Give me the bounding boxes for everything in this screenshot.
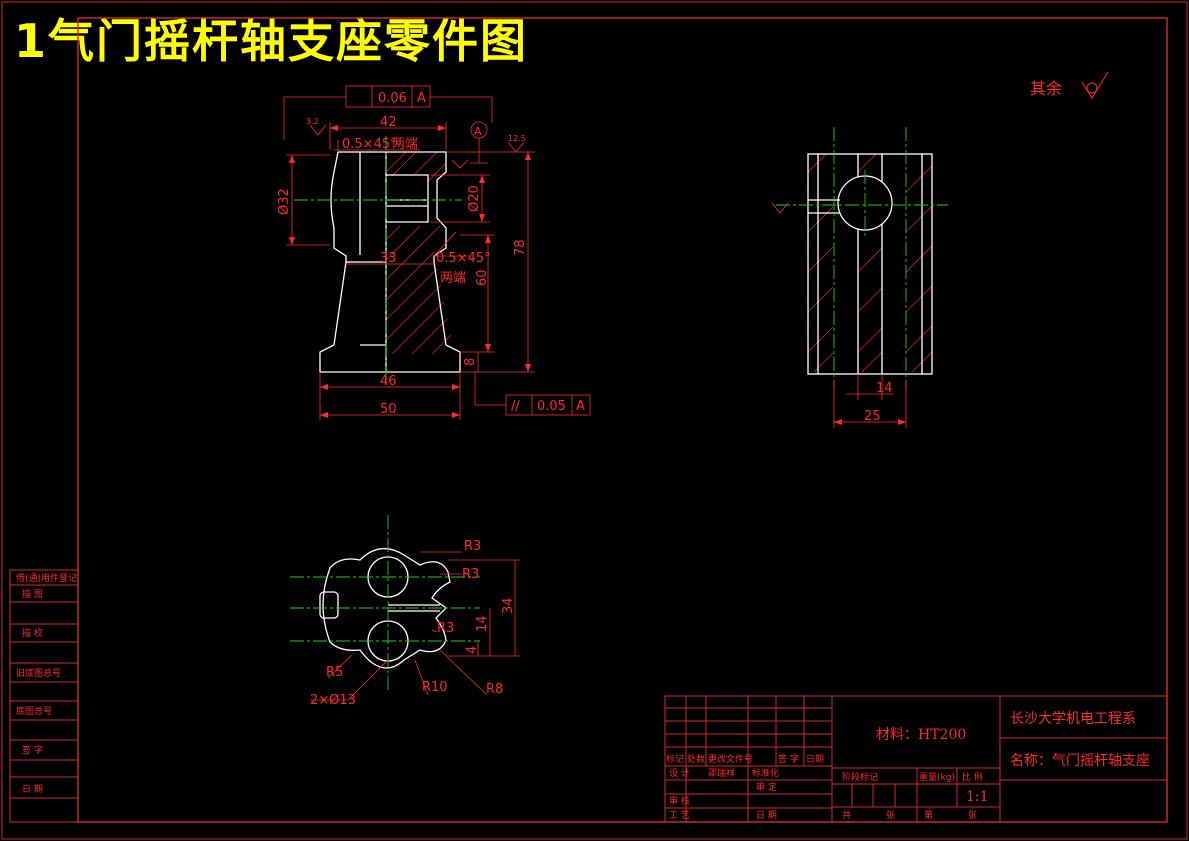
- dim-r5: R5: [326, 665, 343, 680]
- dim-78: 78: [513, 239, 528, 256]
- rev-header-sign: 签 字: [778, 753, 799, 765]
- design-name: 邵瑞祥: [708, 767, 735, 779]
- design-label: 设 计: [669, 767, 690, 779]
- rev-header-date: 日期: [806, 754, 824, 765]
- dim-50: 50: [380, 402, 397, 417]
- strip-label-trace-check: 描 校: [22, 627, 43, 639]
- approve-label: 审 定: [756, 781, 777, 793]
- dim-14b: 14: [475, 615, 490, 632]
- drawing-title: 1气门摇杆轴支座零件图: [14, 14, 529, 68]
- sheet-label-b: 张: [968, 810, 977, 821]
- dim-33: 33: [380, 251, 397, 266]
- weight-label: 重量(kg): [919, 771, 955, 783]
- dim-chamfer-mid: 0.5×45°: [436, 251, 491, 266]
- roughness-note: 其余: [1030, 79, 1062, 98]
- strip-label-old-number: 旧底图总号: [16, 667, 61, 679]
- dim-14: 14: [876, 381, 893, 396]
- strip-label-date: 日 期: [22, 784, 43, 795]
- stage-label: 阶段标记: [842, 771, 878, 783]
- side-slot: [808, 199, 840, 214]
- sheet-label-a: 张: [886, 810, 895, 821]
- dim-4: 4: [465, 646, 480, 654]
- title-block: [664, 695, 1168, 823]
- rev-header-file: 更改文件号: [708, 753, 753, 765]
- dim-tol-bottom-datum: A: [576, 399, 585, 414]
- part-name: 名称：气门摇杆轴支座: [1010, 753, 1150, 769]
- side-view: [771, 127, 948, 428]
- front-view: [294, 136, 462, 385]
- dim-46: 46: [380, 374, 397, 389]
- std-check-label: 标准化: [752, 767, 779, 779]
- rough-12-5: 12.5: [508, 134, 526, 143]
- dim-tol-bottom-value: 0.05: [537, 399, 566, 414]
- strip-label-register: 借(通)用件登记: [16, 572, 77, 584]
- dim-tol-top-datum: A: [417, 91, 426, 106]
- dim-tol-bottom-symbol: //: [511, 399, 520, 414]
- dim-r8: R8: [486, 682, 503, 697]
- strip-label-trace: 描 图: [22, 588, 43, 600]
- rev-header-count: 处数: [687, 753, 705, 765]
- sheet-total-label: 共: [842, 810, 851, 821]
- strip-label-sign: 签 字: [22, 744, 43, 756]
- roughness-symbol: [1081, 71, 1109, 99]
- dim-d32: Ø32: [277, 188, 292, 215]
- front-hatch: [385, 151, 452, 355]
- rev-header-mark: 标记: [666, 753, 684, 765]
- material-label: 材料：HT200: [876, 727, 966, 743]
- dim-42: 42: [380, 115, 397, 130]
- front-bore: [386, 174, 429, 223]
- scale-value: 1:1: [966, 789, 989, 805]
- left-strip: [9, 569, 79, 823]
- dim-60: 60: [475, 269, 490, 286]
- top-outline: [322, 548, 451, 669]
- dim-r3-c: R3: [437, 621, 454, 636]
- rough-3-2: 3.2: [306, 117, 319, 126]
- front-outline: [319, 151, 461, 373]
- front-arrows: [289, 125, 531, 418]
- dim-chamfer-mid-note: 两端: [440, 271, 466, 286]
- inner-border: [77, 17, 1168, 823]
- top-view: [290, 515, 520, 701]
- date-label: 日 期: [756, 810, 777, 821]
- dim-r3-b: R3: [462, 567, 479, 582]
- side-outline: [807, 153, 933, 375]
- dim-chamfer-top: 0.5×45°: [342, 137, 397, 152]
- strip-label-base-number: 底图总号: [16, 705, 52, 717]
- dim-holes: 2×Ø13: [310, 693, 356, 708]
- dim-25: 25: [864, 409, 881, 424]
- front-dimensions: [283, 85, 591, 420]
- review-label: 审 核: [669, 795, 690, 807]
- dim-d20: Ø20: [467, 185, 482, 212]
- dim-chamfer-top-note: 两端: [392, 137, 418, 152]
- side-hatch: [807, 153, 933, 373]
- sheet-no-label: 第: [924, 809, 933, 821]
- dim-r3-a: R3: [464, 539, 481, 554]
- dim-8: 8: [463, 358, 478, 366]
- dim-34: 34: [501, 597, 516, 614]
- dim-tol-top-value: 0.06: [378, 91, 407, 106]
- scale-label: 比 例: [962, 771, 983, 783]
- school-name: 长沙大学机电工程系: [1010, 711, 1136, 727]
- dim-r10: R10: [422, 680, 448, 695]
- dim-datum-a: A: [474, 125, 482, 138]
- process-label: 工 艺: [669, 810, 690, 821]
